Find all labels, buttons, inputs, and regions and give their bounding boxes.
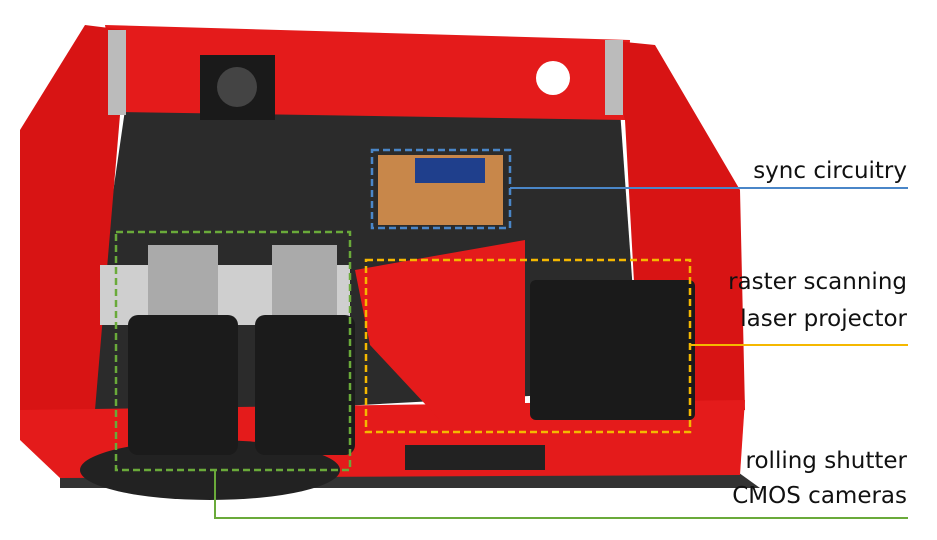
projector-label-line1: raster scanning [728, 269, 907, 295]
back-wall-hole [536, 61, 570, 95]
cameras-label-line2: CMOS cameras [732, 483, 907, 509]
projector-mount [355, 240, 525, 420]
microcontroller [415, 158, 485, 183]
sync-label: sync circuitry [753, 158, 907, 184]
projector-label-line2: laser projector [740, 306, 907, 332]
corner-post [108, 30, 126, 115]
projector-body [530, 280, 695, 420]
camera-lens-left [128, 315, 238, 455]
cameras-label-line1: rolling shutter [745, 448, 907, 474]
camera-body-right [272, 245, 337, 320]
camera-lens-right [255, 315, 355, 455]
fan-hub [217, 67, 257, 107]
cameras-leader-line [214, 470, 908, 519]
front-wall-slot [405, 445, 545, 470]
cameras-highlight-box [114, 230, 352, 472]
camera-body-left [148, 245, 218, 320]
corner-post [605, 40, 623, 115]
left-wall [20, 25, 125, 420]
